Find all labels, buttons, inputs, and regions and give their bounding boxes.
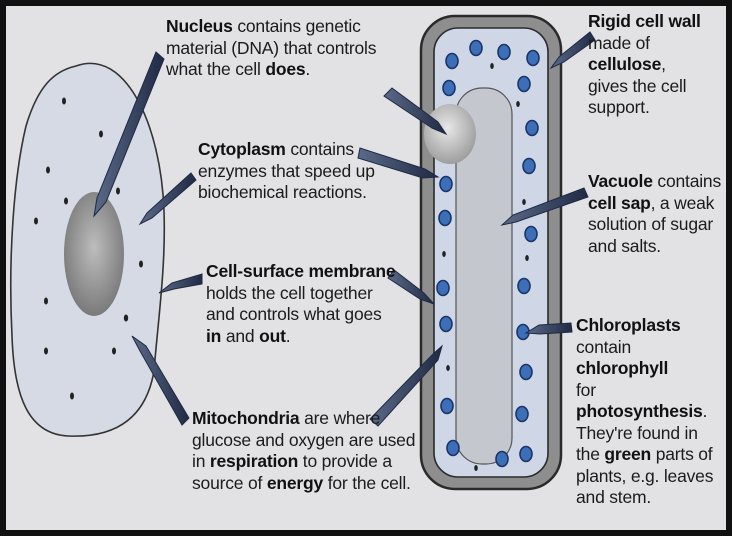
membrane-label: Cell-surface membrane holds the cell tog… (206, 261, 395, 347)
arrow-membrane-animal (159, 274, 202, 293)
vacuole-label: Vacuole contains cell sap, a weak soluti… (588, 171, 721, 257)
cell-wall-label: Rigid cell wall made of cellulose, gives… (588, 11, 726, 119)
chloroplasts-label: Chloroplasts contain chlorophyll for pho… (576, 315, 726, 509)
plant-cell (421, 16, 561, 489)
plant-nucleus (424, 104, 476, 164)
animal-nucleus (64, 192, 124, 316)
nucleus-label: Nucleus contains genetic material (DNA) … (166, 16, 376, 81)
diagram-page: Nucleus contains genetic material (DNA) … (6, 6, 726, 530)
animal-cell (11, 63, 165, 436)
mitochondria-label: Mitochondria are where glucose and oxyge… (192, 408, 415, 494)
cytoplasm-label: Cytoplasm contains enzymes that speed up… (198, 139, 375, 204)
